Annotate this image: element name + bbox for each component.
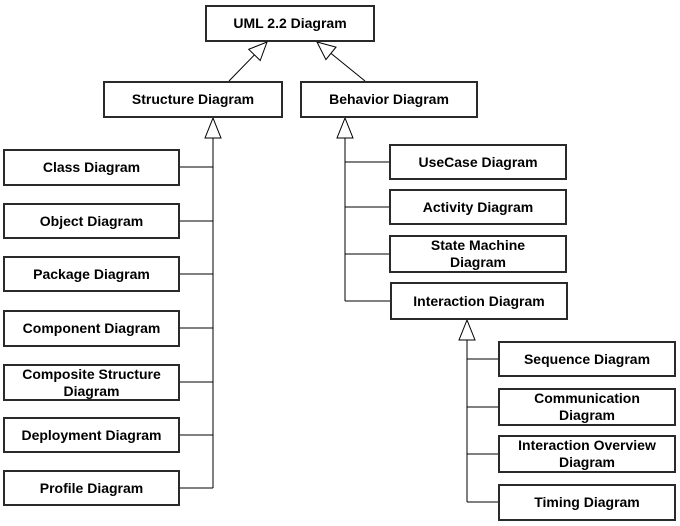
node-state-machine-diagram: State Machine Diagram [389,235,567,273]
node-label: Diagram [449,254,507,270]
node-object-diagram: Object Diagram [3,203,180,239]
node-label: Diagram [558,407,616,423]
node-communication-diagram: Communication Diagram [498,388,676,426]
node-label: Profile Diagram [39,479,144,496]
node-label: Interaction Overview [518,437,656,453]
node-label: Composite Structure [22,365,161,382]
node-label: Deployment Diagram [21,426,162,443]
node-label: UML 2.2 Diagram [233,15,347,31]
node-label: Object Diagram [39,212,144,229]
node-interaction-overview-diagram: Interaction Overview Diagram [498,435,676,473]
node-label: Activity Diagram [422,198,534,215]
node-label: Class Diagram [42,159,141,175]
node-label: Behavior Diagram [329,91,449,107]
node-activity-diagram: Activity Diagram [389,189,567,225]
node-behavior-diagram: Behavior Diagram [300,81,478,118]
node-composite-structure-diagram: Composite Structure Diagram [3,364,180,401]
node-label: Sequence Diagram [523,350,651,367]
node-label: UseCase Diagram [418,153,538,170]
node-label: Communication [534,390,640,406]
generalization-edge-interaction-children [458,318,501,503]
node-label: Package Diagram [33,265,150,282]
hollow-triangle-arrowhead [336,116,354,139]
node-label: Component Diagram [22,320,161,336]
generalization-edge-behavior-children [336,116,392,302]
hollow-triangle-arrowhead [247,41,268,62]
node-structure-diagram: Structure Diagram [103,81,283,118]
generalization-edge-structure-children [178,116,222,489]
node-sequence-diagram: Sequence Diagram [498,341,676,377]
hollow-triangle-arrowhead [458,318,476,341]
node-label: State Machine [430,237,526,253]
node-uml-2-2-diagram: UML 2.2 Diagram [205,5,375,42]
node-interaction-diagram: Interaction Diagram [390,282,568,320]
node-class-diagram: Class Diagram [3,149,180,186]
node-usecase-diagram: UseCase Diagram [389,144,567,180]
node-label: Structure Diagram [131,91,255,107]
node-label: Diagram [63,382,120,399]
generalization-edge-behavior-to-uml [316,41,366,82]
node-profile-diagram: Profile Diagram [3,470,180,506]
hollow-triangle-arrowhead [316,41,337,61]
generalization-edge-structure-to-uml [228,41,268,82]
node-deployment-diagram: Deployment Diagram [3,417,180,453]
node-package-diagram: Package Diagram [3,256,180,292]
node-label: Diagram [558,454,616,470]
node-component-diagram: Component Diagram [3,310,180,347]
node-label: Timing Diagram [534,494,640,510]
node-timing-diagram: Timing Diagram [498,484,676,521]
node-label: Interaction Diagram [413,292,545,309]
hollow-triangle-arrowhead [204,116,222,139]
